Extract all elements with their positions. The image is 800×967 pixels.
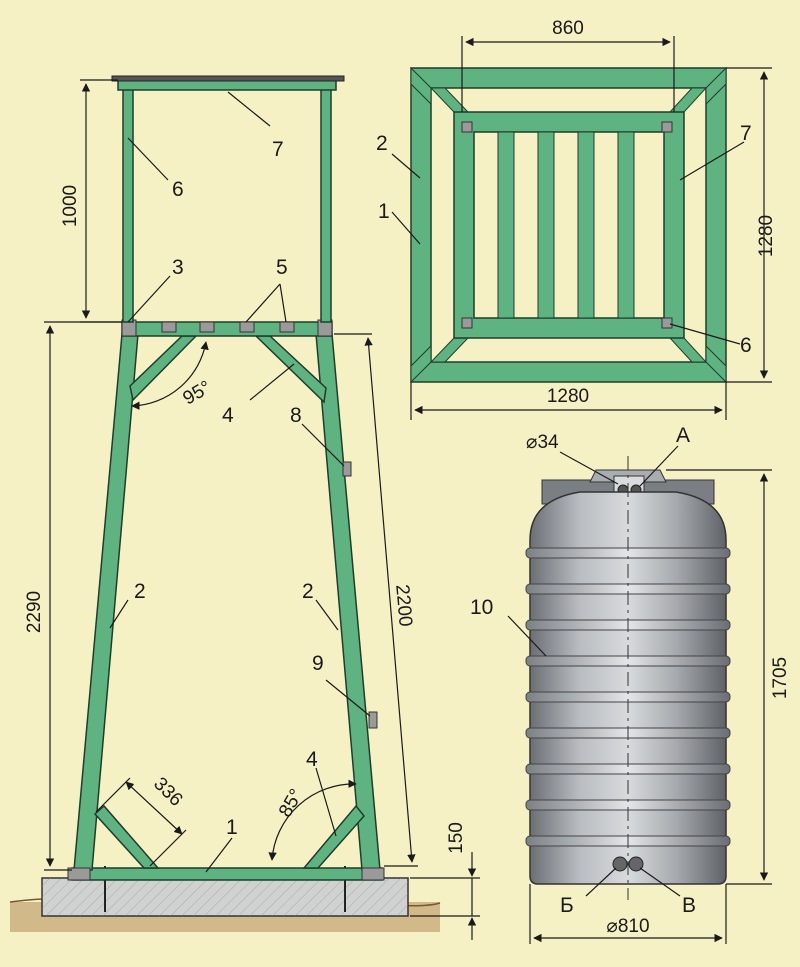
- plan-callout-1: 1: [378, 200, 390, 223]
- port-label-b: Б: [560, 894, 574, 917]
- joist: [279, 321, 295, 333]
- top-post-right: [320, 85, 332, 323]
- joist: [239, 321, 255, 333]
- dim-overall-height: 2290: [24, 591, 45, 633]
- plan-callout-6: 6: [740, 334, 752, 357]
- plan-callout-2: 2: [376, 132, 388, 155]
- dim-brace-offset: 336: [149, 773, 186, 810]
- callout-5: 5: [276, 256, 288, 279]
- plan-callout-7: 7: [740, 122, 752, 145]
- mount-plate-8: [342, 461, 352, 477]
- port-label-v: В: [682, 894, 696, 917]
- dim-tank-height: 1705: [770, 657, 791, 699]
- top-brace-right: [254, 335, 327, 404]
- callout-9: 9: [312, 652, 324, 675]
- joist: [161, 321, 177, 333]
- callout-6: 6: [172, 178, 184, 201]
- dim-tank-diameter: ⌀810: [606, 916, 649, 937]
- dim-footing-height: 150: [446, 822, 467, 854]
- callout-2-left: 2: [134, 580, 146, 603]
- callout-1: 1: [226, 816, 238, 839]
- joist: [199, 321, 215, 333]
- pipe-port-b: [612, 856, 628, 872]
- top-post-left: [122, 85, 134, 323]
- angle-bottom: 85°: [275, 786, 308, 821]
- plan-corner-pad: [461, 317, 473, 329]
- bottom-brace-right: [302, 804, 365, 869]
- callout-8: 8: [290, 404, 302, 427]
- callout-2-right: 2: [302, 580, 314, 603]
- tank-callout-10: 10: [470, 596, 493, 619]
- platform-beam: [121, 321, 333, 337]
- concrete-hatch: [42, 878, 408, 916]
- dim-pipe-diameter: ⌀34: [526, 432, 559, 453]
- tank-view: 1705 ⌀810 ⌀34 А Б В 10: [470, 424, 791, 944]
- port-label-a: А: [676, 424, 690, 447]
- plan-corner-pad: [661, 317, 673, 329]
- plan-slat: [537, 131, 555, 319]
- dim-top-frame-height: 1000: [60, 185, 81, 227]
- dim-plan-outer-depth: 1280: [756, 215, 777, 257]
- plan-corner-pad: [661, 121, 673, 133]
- plan-corner-brace: [410, 344, 432, 384]
- plan-slat: [577, 131, 595, 319]
- plan-corner-pad: [461, 121, 473, 133]
- mount-plate-9: [368, 711, 378, 729]
- foot-pad: [361, 867, 385, 881]
- left-leg: [73, 333, 139, 871]
- dim-plan-inner-width: 860: [552, 18, 584, 39]
- plan-slat: [497, 131, 515, 319]
- foot-pad: [67, 867, 91, 881]
- callout-3: 3: [172, 256, 184, 279]
- right-leg: [315, 333, 381, 871]
- top-plate: [111, 75, 345, 82]
- dim-leg-length: 2200: [391, 584, 416, 628]
- bottom-beam: [71, 867, 383, 881]
- bottom-brace-left: [93, 804, 160, 869]
- plan-view: 860 1280 1280 2 1 7 6: [376, 18, 777, 420]
- callout-4-top: 4: [222, 404, 234, 427]
- pipe-port-v: [628, 856, 644, 872]
- plan-slat: [617, 131, 635, 319]
- callout-7: 7: [272, 138, 284, 161]
- plan-corner-brace: [410, 66, 432, 106]
- side-view: 1000 2290 2200 150 336 95° 85° 7 6 3 5 4…: [9, 75, 480, 940]
- angle-top: 95°: [180, 377, 215, 410]
- callout-4-bottom: 4: [306, 748, 318, 771]
- plan-corner-brace: [705, 344, 727, 384]
- dim-plan-outer-width: 1280: [547, 386, 589, 407]
- plan-corner-brace: [705, 66, 727, 106]
